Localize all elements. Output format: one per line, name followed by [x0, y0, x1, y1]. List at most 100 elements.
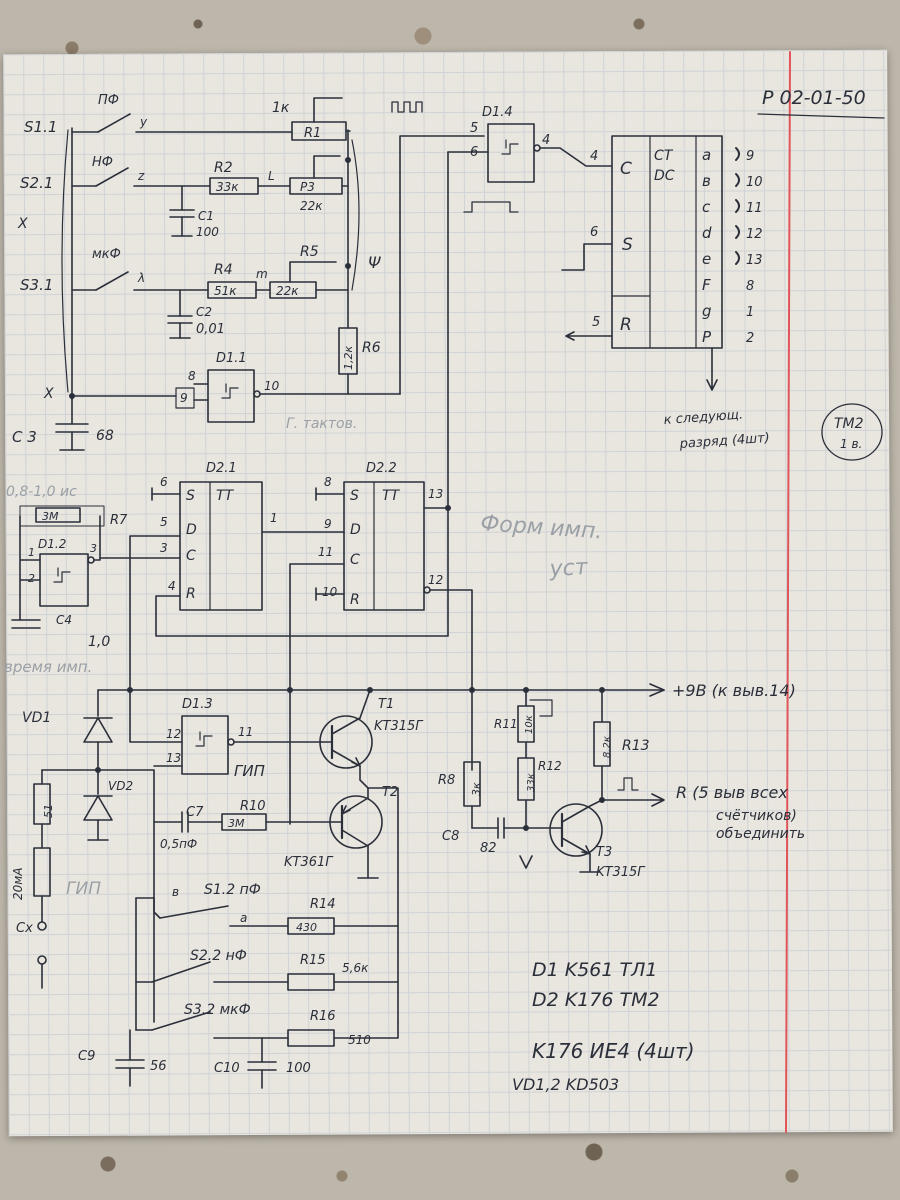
pos-pulse-icon: [617, 777, 639, 791]
t3-transistor: [549, 803, 603, 857]
counter-pin-7: 2: [746, 331, 754, 346]
d21-name: D2.1: [206, 461, 237, 476]
counter-out-0: a: [702, 146, 711, 164]
label-s31: S3.1: [20, 276, 53, 294]
cx-minus-terminal[interactable]: [37, 955, 47, 965]
s32-blade: [151, 1011, 211, 1031]
r6-value: 1,2к: [342, 346, 355, 370]
s22-label: S2.2 нФ: [190, 948, 247, 964]
counter-s: S: [622, 235, 633, 255]
c2-label: C2: [196, 305, 212, 319]
d11-pin8: 8: [188, 369, 196, 383]
node-m: m: [256, 267, 268, 281]
p3-resistor: [289, 177, 343, 195]
c9-value: 56: [150, 1059, 167, 1074]
r16-value: 510: [348, 1033, 371, 1047]
node-l: L: [268, 169, 275, 183]
d11-pin9-box: [175, 387, 195, 409]
r16-resistor: [287, 1029, 335, 1047]
rail-dot-b: [286, 686, 293, 693]
label-mkf: мкФ: [92, 247, 121, 262]
next-digit-2: разряд (4шт): [678, 431, 770, 452]
counter-c: C: [620, 159, 632, 179]
vd-node: [95, 766, 102, 773]
r5-wiper: [289, 261, 337, 283]
d12-chip: [39, 553, 89, 607]
d13-in12: [129, 689, 183, 743]
d22-s-ground: [315, 487, 345, 501]
d22-qbar-bubble: [423, 586, 431, 594]
margin-line: [785, 51, 791, 1133]
node-lambda: λ: [137, 271, 145, 285]
r4-value: 51к: [214, 284, 237, 298]
d21-c: C: [186, 548, 196, 564]
d11-note: Г. тактов.: [286, 416, 357, 432]
d22-s: S: [350, 488, 359, 504]
d12-range: 0,8-1,0 ис: [6, 484, 77, 500]
label-pf: ПФ: [98, 93, 119, 108]
counter-pin-2: 11: [746, 201, 763, 216]
r15-resistor: [287, 973, 335, 991]
s32-label: S3.2 мкФ: [184, 1002, 251, 1018]
c9-label: C9: [78, 1049, 95, 1064]
s21-blade: [95, 167, 129, 187]
d22-r: R: [350, 592, 360, 608]
r15-value: 5,6к: [342, 961, 369, 975]
c4-label: C4: [56, 613, 72, 627]
d11-name: D1.1: [216, 351, 247, 366]
counter-out-7: P: [702, 328, 712, 346]
t2-leads: [357, 787, 379, 879]
r7-value: 3M: [42, 510, 59, 523]
counter-s-wire: [561, 243, 613, 271]
d12-input-wire: [19, 515, 41, 621]
r1-label: R1: [304, 126, 321, 141]
d13-p12: 12: [166, 727, 181, 741]
ma-label: 20мА: [11, 867, 25, 900]
tm2-sub: 1 в.: [840, 437, 862, 451]
counter-out-6: g: [702, 302, 712, 320]
counter-loop-2: [735, 199, 740, 213]
d22-p13: 13: [428, 487, 443, 501]
d14-out: [539, 147, 613, 167]
d12-name: D1.2: [38, 537, 66, 551]
r2-label: R2: [214, 160, 233, 176]
t1-emitter: [359, 765, 369, 789]
counter-out-5: F: [702, 276, 711, 294]
d21-p6: 6: [160, 475, 168, 489]
r4-label: R4: [214, 262, 233, 278]
d11-schmitt-icon: [221, 383, 239, 399]
r51-value: 51: [42, 804, 55, 818]
counter-pin-6: 1: [746, 305, 754, 320]
d14-pin5: 5: [470, 121, 478, 136]
d21-chip: [179, 481, 263, 611]
parts-line-3: K176 ИЕ4 (4шт): [532, 1039, 695, 1063]
output-arrow: [601, 793, 665, 807]
r14-value: 430: [296, 921, 317, 934]
r16-out: [333, 1021, 399, 1039]
pencil-note-1: Форм имп.: [480, 511, 604, 544]
r10-value: 3M: [228, 817, 245, 830]
tm2-circle: [821, 403, 883, 461]
s12-label: S1.2 пФ: [204, 882, 261, 898]
output-label-1: R (5 выв всех: [676, 783, 788, 802]
s12-common: [153, 897, 161, 919]
c8-value: 82: [480, 841, 497, 856]
t3-type: KT315Г: [596, 865, 646, 880]
psi-label: Ψ: [368, 253, 381, 272]
p3-label: P3: [300, 180, 315, 194]
rail-dot-d: [468, 686, 475, 693]
r13-label: R13: [622, 738, 650, 754]
cx-plus-terminal[interactable]: [37, 921, 47, 931]
counter-out-1: в: [702, 172, 711, 190]
counter-r: R: [620, 315, 632, 335]
node-y: y: [139, 115, 148, 129]
d22-chip: [343, 481, 425, 611]
t1-ce: [331, 717, 361, 767]
d22-p12: 12: [428, 573, 443, 587]
t2-type: KT361Г: [284, 855, 334, 870]
output-label-2: счётчиков): [716, 808, 797, 824]
header-underline: [757, 113, 885, 119]
header-ref: P 02-01-50: [762, 87, 866, 109]
